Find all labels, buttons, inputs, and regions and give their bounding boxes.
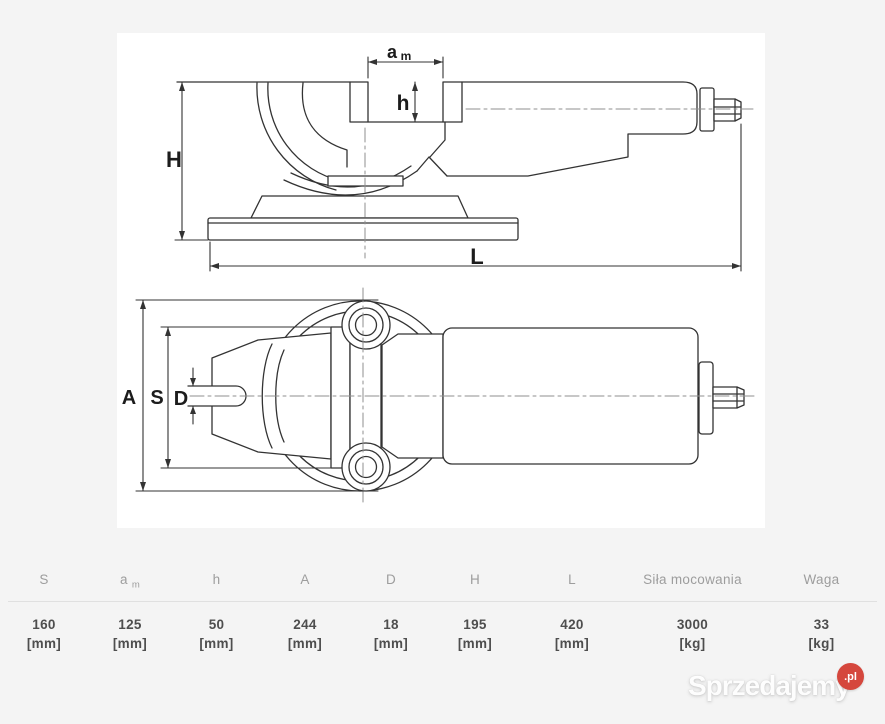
- table-divider: [8, 601, 877, 602]
- watermark-pl-badge: .pl: [837, 663, 864, 690]
- spindle-shaft-detail-top: [712, 386, 744, 409]
- value-cell-H: 195[mm]: [457, 617, 493, 651]
- bolt-lug-bottom: [341, 442, 391, 492]
- dimension-h: [412, 81, 418, 123]
- label-D: D: [174, 388, 188, 410]
- value-cell-h: 50[mm]: [199, 617, 234, 651]
- fixed-jaw-plate-top: [330, 326, 351, 469]
- spindle-shaft-top: [712, 386, 745, 409]
- side-view-drawing: [176, 81, 754, 259]
- top-view-centerlines: [189, 287, 757, 506]
- value-cell-am: 125[mm]: [112, 617, 148, 651]
- header-cell-clamping-force: Siła mocowania: [643, 571, 742, 587]
- header-cell-D: D: [385, 571, 397, 587]
- moving-jaw-underside: [429, 121, 446, 158]
- spec-table-header-row: S a m h A D H L Siła mocowania Waga: [0, 566, 885, 596]
- header-cell-L: L: [568, 571, 576, 587]
- label-L: L: [470, 244, 483, 269]
- spindle-housing-outline: [446, 81, 698, 177]
- support-peak: [416, 156, 448, 177]
- value-cell-D: 18[mm]: [373, 617, 409, 651]
- label-h: h: [397, 92, 410, 115]
- header-cell-S: S: [39, 571, 49, 587]
- dimension-L: [209, 123, 742, 272]
- label-H: H: [166, 147, 182, 172]
- cradle-inner-arc: [290, 165, 412, 188]
- header-cell-h: h: [212, 571, 221, 587]
- dimension-D: [190, 367, 196, 425]
- jaw-slide-arc: [301, 82, 348, 168]
- swivel-base-trapezoid: [250, 195, 469, 219]
- dimension-A: [135, 299, 379, 492]
- watermark-brand-text: Sprzedajemy: [688, 670, 851, 701]
- header-cell-H: H: [469, 571, 481, 587]
- spindle-shaft-detail-side: [713, 98, 741, 122]
- header-cell-am: a m: [119, 571, 141, 591]
- header-cell-A: A: [300, 571, 310, 587]
- moving-jaw-plate-side: [442, 81, 463, 123]
- fixed-jaw-plate-side: [349, 81, 369, 123]
- watermark: Sprzedajemy .pl: [688, 662, 873, 712]
- value-cell-clamping-force: 3000[kg]: [676, 617, 709, 651]
- moving-jaw-plate-top: [349, 332, 382, 463]
- spec-table-value-row: 160[mm] 125[mm] 50[mm] 244[mm] 18[mm] 19…: [0, 615, 885, 653]
- spindle-collar-top: [698, 361, 714, 435]
- label-A: A: [122, 387, 136, 409]
- bolt-lug-top: [341, 300, 391, 350]
- value-cell-A: 244[mm]: [287, 617, 323, 651]
- drawing-panel: a m h H L A S D: [117, 33, 765, 528]
- header-cell-weight: Waga: [803, 571, 840, 587]
- label-S: S: [150, 387, 163, 409]
- top-view-drawing: [187, 287, 757, 506]
- side-centerlines: [364, 108, 754, 259]
- jaw-body-curve-outer: [261, 343, 273, 449]
- spindle-shaft-side: [713, 98, 742, 122]
- label-am-main: a: [387, 42, 398, 62]
- vise-technical-drawing: a m h H L A S D: [122, 42, 757, 506]
- spec-table: S a m h A D H L Siła mocowania Waga 160[…: [0, 566, 885, 653]
- base-plate: [207, 217, 519, 241]
- value-cell-weight: 33[kg]: [808, 617, 835, 651]
- dimension-H: [174, 81, 209, 241]
- value-cell-L: 420[mm]: [554, 617, 590, 651]
- segment-inner-arc: [267, 82, 342, 182]
- dimensions: [135, 56, 742, 492]
- value-cell-S: 160[mm]: [26, 617, 62, 651]
- dimension-labels: a m h H L A S D: [122, 42, 484, 410]
- dimension-S: [160, 326, 332, 469]
- dimension-am: [367, 56, 444, 79]
- label-am-sub: m: [401, 49, 412, 63]
